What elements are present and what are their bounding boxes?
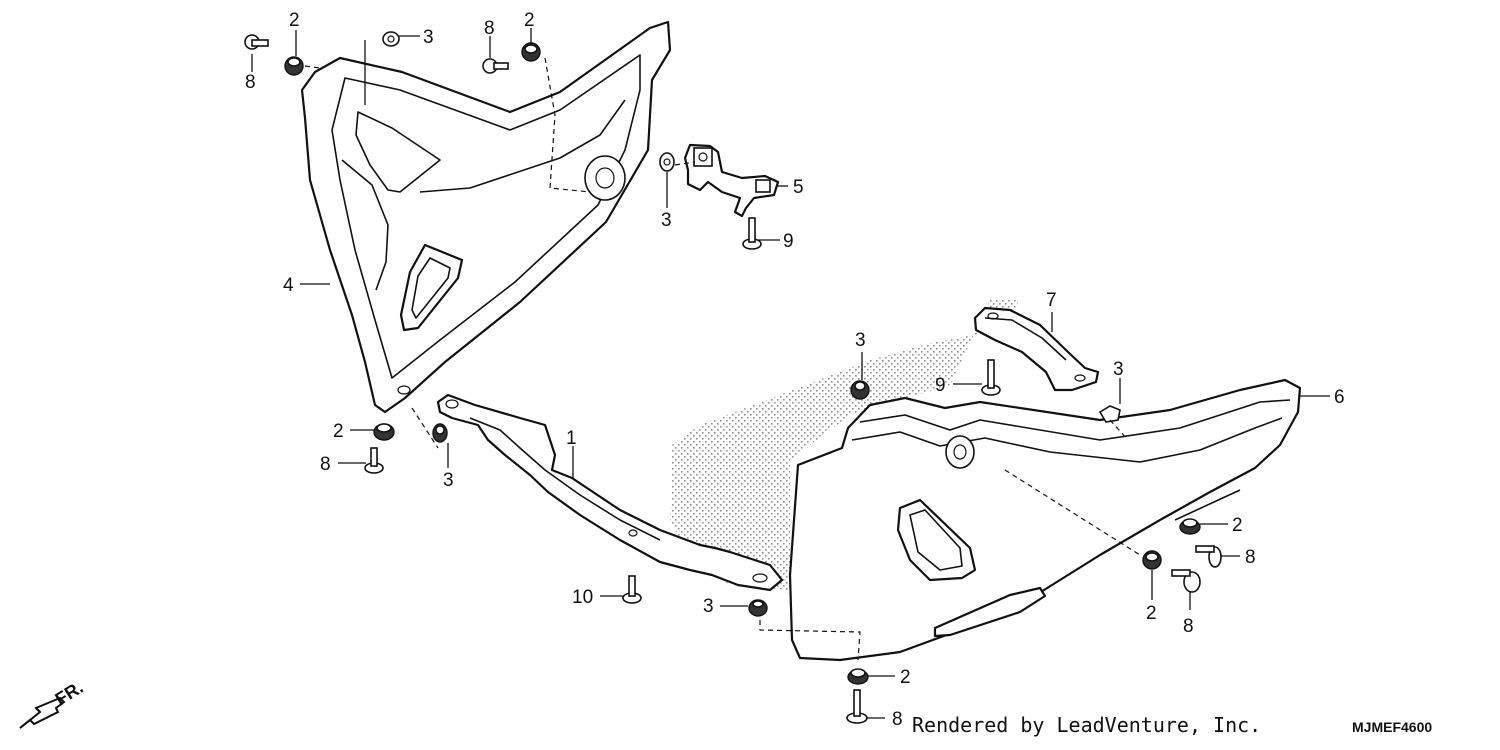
front-direction: FR. bbox=[19, 677, 87, 729]
bolt-8[interactable] bbox=[482, 58, 509, 74]
bolt-8[interactable] bbox=[1171, 569, 1201, 593]
callout-8: 8 bbox=[484, 18, 495, 39]
callout-2: 2 bbox=[1232, 515, 1243, 536]
callout-8: 8 bbox=[1183, 616, 1194, 637]
grommet-2[interactable] bbox=[1179, 518, 1201, 535]
collar-3[interactable] bbox=[850, 380, 870, 400]
callout-4: 4 bbox=[283, 275, 294, 296]
assembly-lines bbox=[304, 57, 1141, 661]
collar-3[interactable] bbox=[659, 152, 675, 172]
callout-2: 2 bbox=[333, 421, 344, 442]
left-side-cowl[interactable] bbox=[300, 20, 672, 414]
diagram-code: MJMEF4600 bbox=[1352, 719, 1432, 735]
bolt-8[interactable] bbox=[364, 447, 384, 474]
callout-3: 3 bbox=[1113, 359, 1124, 380]
grommet-2[interactable] bbox=[284, 56, 304, 76]
callout-2: 2 bbox=[524, 10, 535, 31]
shadow-stipple bbox=[670, 300, 1020, 590]
callout-2: 2 bbox=[900, 667, 911, 688]
hardware bbox=[244, 31, 1222, 724]
callout-7: 7 bbox=[1046, 290, 1057, 311]
callout-2: 2 bbox=[289, 10, 300, 31]
bolt-8[interactable] bbox=[244, 34, 269, 50]
grommet-2[interactable] bbox=[373, 423, 395, 441]
callout-10: 10 bbox=[572, 587, 593, 608]
right-lower-cowl[interactable] bbox=[788, 378, 1302, 662]
grommet-2[interactable] bbox=[847, 668, 869, 685]
bolt-8[interactable] bbox=[1195, 545, 1222, 568]
callout-8: 8 bbox=[1245, 547, 1256, 568]
callout-8: 8 bbox=[320, 454, 331, 475]
callout-9: 9 bbox=[783, 231, 794, 252]
upper-stay[interactable] bbox=[973, 306, 1100, 392]
grommet-2[interactable] bbox=[521, 42, 541, 62]
callout-9: 9 bbox=[935, 375, 946, 396]
callout-8: 8 bbox=[892, 709, 903, 730]
lower-bracket[interactable] bbox=[436, 393, 784, 592]
collar-3[interactable] bbox=[432, 423, 448, 443]
bolt-8[interactable] bbox=[846, 689, 868, 724]
bolt-9[interactable] bbox=[981, 359, 1001, 396]
callout-3: 3 bbox=[855, 330, 866, 351]
grommet-2[interactable] bbox=[1142, 550, 1162, 570]
callout-1: 1 bbox=[566, 428, 577, 449]
callout-2: 2 bbox=[1146, 603, 1157, 624]
callout-8: 8 bbox=[245, 72, 256, 93]
collar-3[interactable] bbox=[748, 599, 768, 617]
callout-3: 3 bbox=[661, 210, 672, 231]
leader-lines bbox=[251, 28, 1330, 719]
render-credit: Rendered by LeadVenture, Inc. bbox=[912, 713, 1261, 737]
bolt-9[interactable] bbox=[742, 217, 762, 250]
small-bracket[interactable] bbox=[683, 143, 780, 218]
bolt-10[interactable] bbox=[622, 575, 642, 604]
collar-3[interactable] bbox=[382, 31, 400, 47]
callout-6: 6 bbox=[1334, 387, 1345, 408]
callout-5: 5 bbox=[793, 177, 804, 198]
callouts: 2 8 3 8 2 3 5 9 4 2 8 3 1 10 3 3 7 9 3 6… bbox=[245, 10, 1345, 730]
callout-3: 3 bbox=[703, 596, 714, 617]
collar-3[interactable] bbox=[1098, 405, 1121, 423]
callout-3: 3 bbox=[423, 27, 434, 48]
callout-3: 3 bbox=[443, 470, 454, 491]
